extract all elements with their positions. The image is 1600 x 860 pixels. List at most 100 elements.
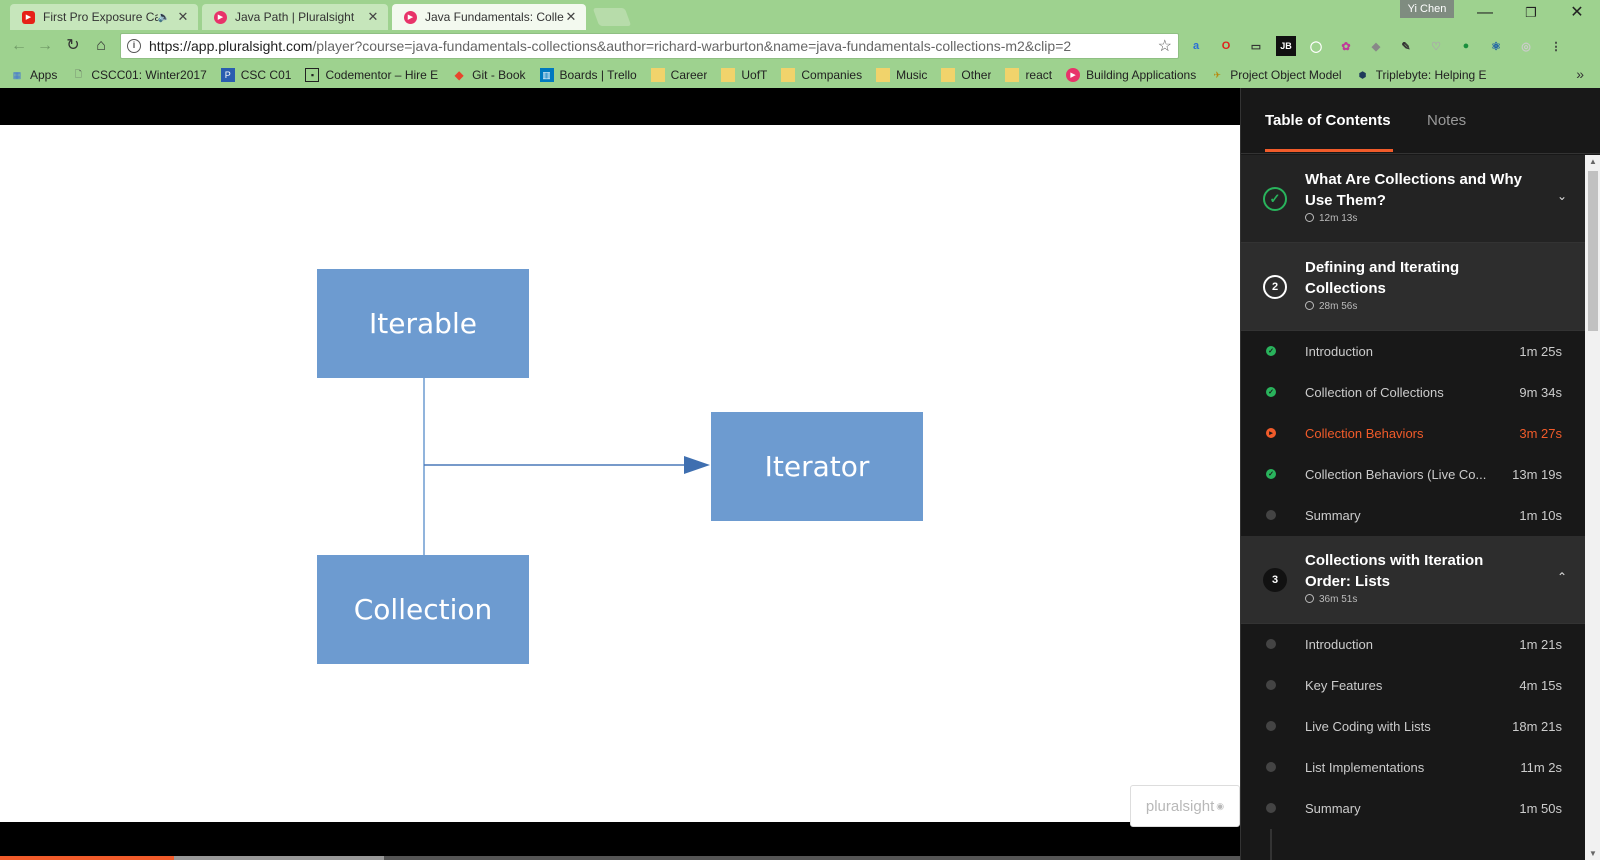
pluralsight-icon: ▶ [404, 10, 417, 24]
sidebar-scrollbar[interactable]: ▲ ▼ [1585, 155, 1600, 860]
browser-tab-java-path[interactable]: ▶ Java Path | Pluralsight ✕ [202, 4, 388, 30]
close-tab-icon[interactable]: ✕ [367, 9, 379, 24]
bookmark-trello[interactable]: ▥Boards | Trello [539, 68, 637, 82]
course-sidebar: Table of Contents Notes ✓ What Are Colle… [1240, 88, 1600, 860]
pluralsight-watermark: pluralsight◉ [1130, 785, 1240, 827]
module-2-header[interactable]: 2 Defining and Iterating Collections 28m… [1241, 243, 1585, 331]
audio-playing-icon[interactable]: 🔈 [157, 11, 170, 23]
bookmark-folder-music[interactable]: Music [876, 68, 927, 82]
clip-unwatched-icon [1266, 721, 1276, 731]
active-tab-indicator [1265, 149, 1393, 152]
clip-m3-summary[interactable]: Summary 1m 50s [1241, 788, 1585, 829]
apps-grid-icon: ▦ [12, 69, 22, 80]
module-1-header[interactable]: ✓ What Are Collections and Why Use Them?… [1241, 155, 1585, 243]
reload-icon[interactable]: ↻ [66, 37, 80, 54]
progress-played [0, 856, 174, 860]
clip-unwatched-icon [1266, 803, 1276, 813]
minimize-icon[interactable]: — [1477, 4, 1493, 21]
clip-m2-collection-behaviors[interactable]: ▸ Collection Behaviors 3m 27s [1241, 413, 1585, 454]
back-icon[interactable]: ← [11, 37, 27, 54]
react-devtools-icon[interactable]: ⚛ [1491, 40, 1501, 53]
clip-unwatched-icon [1266, 680, 1276, 690]
progress-buffered [173, 856, 385, 860]
tab-notes[interactable]: Notes [1427, 112, 1467, 129]
chrome-menu-icon[interactable]: ⋮ [1550, 40, 1562, 53]
browser-tab-strip: ▶ First Pro Exposure Ca 🔈 ✕ ▶ Java Path … [0, 0, 1600, 30]
scrollbar-thumb[interactable] [1588, 171, 1598, 331]
bookmark-apps[interactable]: ▦Apps [10, 68, 58, 82]
video-progress-bar[interactable] [0, 856, 1240, 860]
cast-extension-icon[interactable]: ▭ [1250, 40, 1262, 53]
folder-icon [781, 68, 796, 82]
scroll-down-icon[interactable]: ▼ [1589, 849, 1597, 858]
jetbrains-extension-icon[interactable]: JB [1276, 36, 1296, 56]
clip-m2-collection-behaviors-live[interactable]: ✓ Collection Behaviors (Live Co... 13m 1… [1241, 454, 1585, 495]
clip-m3-introduction[interactable]: Introduction 1m 21s [1241, 624, 1585, 665]
trello-icon: ▥ [539, 68, 554, 82]
clip-m3-live-coding-with-lists[interactable]: Live Coding with Lists 18m 21s [1241, 706, 1585, 747]
forward-icon[interactable]: → [37, 37, 53, 54]
clip-m3-list-implementations[interactable]: List Implementations 11m 2s [1241, 747, 1585, 788]
opera-extension-icon[interactable]: O [1221, 40, 1231, 52]
chevron-down-icon[interactable]: ⌄ [1556, 189, 1567, 203]
bookmark-codementor[interactable]: ▪Codementor – Hire E [305, 68, 438, 82]
bookmark-folder-career[interactable]: Career [650, 68, 707, 82]
video-player[interactable]: Iterable Iterator Collection pluralsight… [0, 88, 1240, 860]
bookmark-folder-uoft[interactable]: UofT [721, 68, 767, 82]
arrowhead [684, 456, 710, 474]
color-picker-extension-icon[interactable]: ✿ [1341, 40, 1351, 53]
browser-tab-youtube[interactable]: ▶ First Pro Exposure Ca 🔈 ✕ [10, 4, 198, 30]
new-tab-button[interactable] [592, 8, 632, 26]
chevron-up-icon[interactable]: ⌃ [1556, 570, 1567, 584]
bookmark-triplebyte[interactable]: ⬢Triplebyte: Helping E [1356, 68, 1487, 82]
profile-button[interactable]: Yi Chen [1400, 0, 1454, 18]
bookmark-project-object-model[interactable]: ✈Project Object Model [1210, 68, 1341, 82]
puzzle-extension-icon[interactable]: ◆ [1371, 40, 1381, 53]
window-close-icon[interactable]: ✕ [1570, 4, 1584, 21]
pushbullet-extension-icon[interactable]: ● [1462, 40, 1470, 52]
more-bookmarks-button[interactable]: » [1576, 66, 1584, 82]
browser-toolbar: ← → ↻ ⌂ i https://app.pluralsight.com/pl… [0, 30, 1600, 62]
tab-table-of-contents[interactable]: Table of Contents [1265, 112, 1391, 129]
clip-m2-summary[interactable]: Summary 1m 10s [1241, 495, 1585, 536]
triplebyte-icon: ⬢ [1358, 69, 1367, 80]
clock-icon [1305, 594, 1314, 603]
browser-tab-java-fundamentals[interactable]: ▶ Java Fundamentals: Colle ✕ [392, 4, 586, 30]
module-3-header[interactable]: 3 Collections with Iteration Order: List… [1241, 536, 1585, 624]
clip-m2-collection-of-collections[interactable]: ✓ Collection of Collections 9m 34s [1241, 372, 1585, 413]
folder-icon [721, 68, 736, 82]
bookmark-folder-companies[interactable]: Companies [781, 68, 862, 82]
bookmark-git-book[interactable]: ◆Git - Book [452, 68, 526, 82]
bookmark-folder-other[interactable]: Other [941, 68, 991, 82]
home-icon[interactable]: ⌂ [96, 37, 106, 54]
pluralsight-icon: ▶ [1066, 68, 1081, 82]
close-tab-icon[interactable]: ✕ [565, 9, 577, 24]
disabled-extension-icon[interactable]: ◎ [1521, 40, 1531, 53]
clip-m3-key-features[interactable]: Key Features 4m 15s [1241, 665, 1585, 706]
iterator-box: Iterator [711, 412, 923, 521]
table-of-contents: ✓ What Are Collections and Why Use Them?… [1241, 155, 1585, 860]
page-icon: 🗋 [74, 69, 82, 79]
p-icon: P [220, 68, 235, 82]
pocket-extension-icon[interactable]: ♡ [1431, 40, 1441, 53]
codementor-icon: ▪ [305, 68, 320, 82]
module-complete-check-icon: ✓ [1263, 187, 1287, 211]
address-bar[interactable]: i https://app.pluralsight.com/player?cou… [120, 33, 1179, 59]
translate-extension-icon[interactable]: a [1192, 40, 1200, 52]
bookmark-folder-react[interactable]: react [1005, 68, 1052, 82]
scroll-up-icon[interactable]: ▲ [1589, 157, 1597, 166]
extensions-bar: a O ▭ JB ◯ ✿ ◆ ✎ ♡ ● ⚛ ◎ ⋮ [1186, 36, 1566, 56]
clip-watched-icon: ✓ [1266, 387, 1276, 397]
eyedropper-extension-icon[interactable]: ✎ [1401, 40, 1411, 53]
clip-m2-introduction[interactable]: ✓ Introduction 1m 25s [1241, 331, 1585, 372]
bookmark-star-icon[interactable]: ☆ [1157, 38, 1172, 55]
clip-watched-icon: ✓ [1266, 346, 1276, 356]
restore-icon[interactable]: ❐ [1525, 5, 1537, 20]
circle-extension-icon[interactable]: ◯ [1309, 40, 1323, 53]
site-info-icon[interactable]: i [127, 39, 141, 53]
bookmark-cscc01[interactable]: 🗋CSCC01: Winter2017 [71, 68, 207, 82]
bookmark-building-applications[interactable]: ▶Building Applications [1066, 68, 1196, 82]
close-tab-icon[interactable]: ✕ [177, 9, 189, 24]
